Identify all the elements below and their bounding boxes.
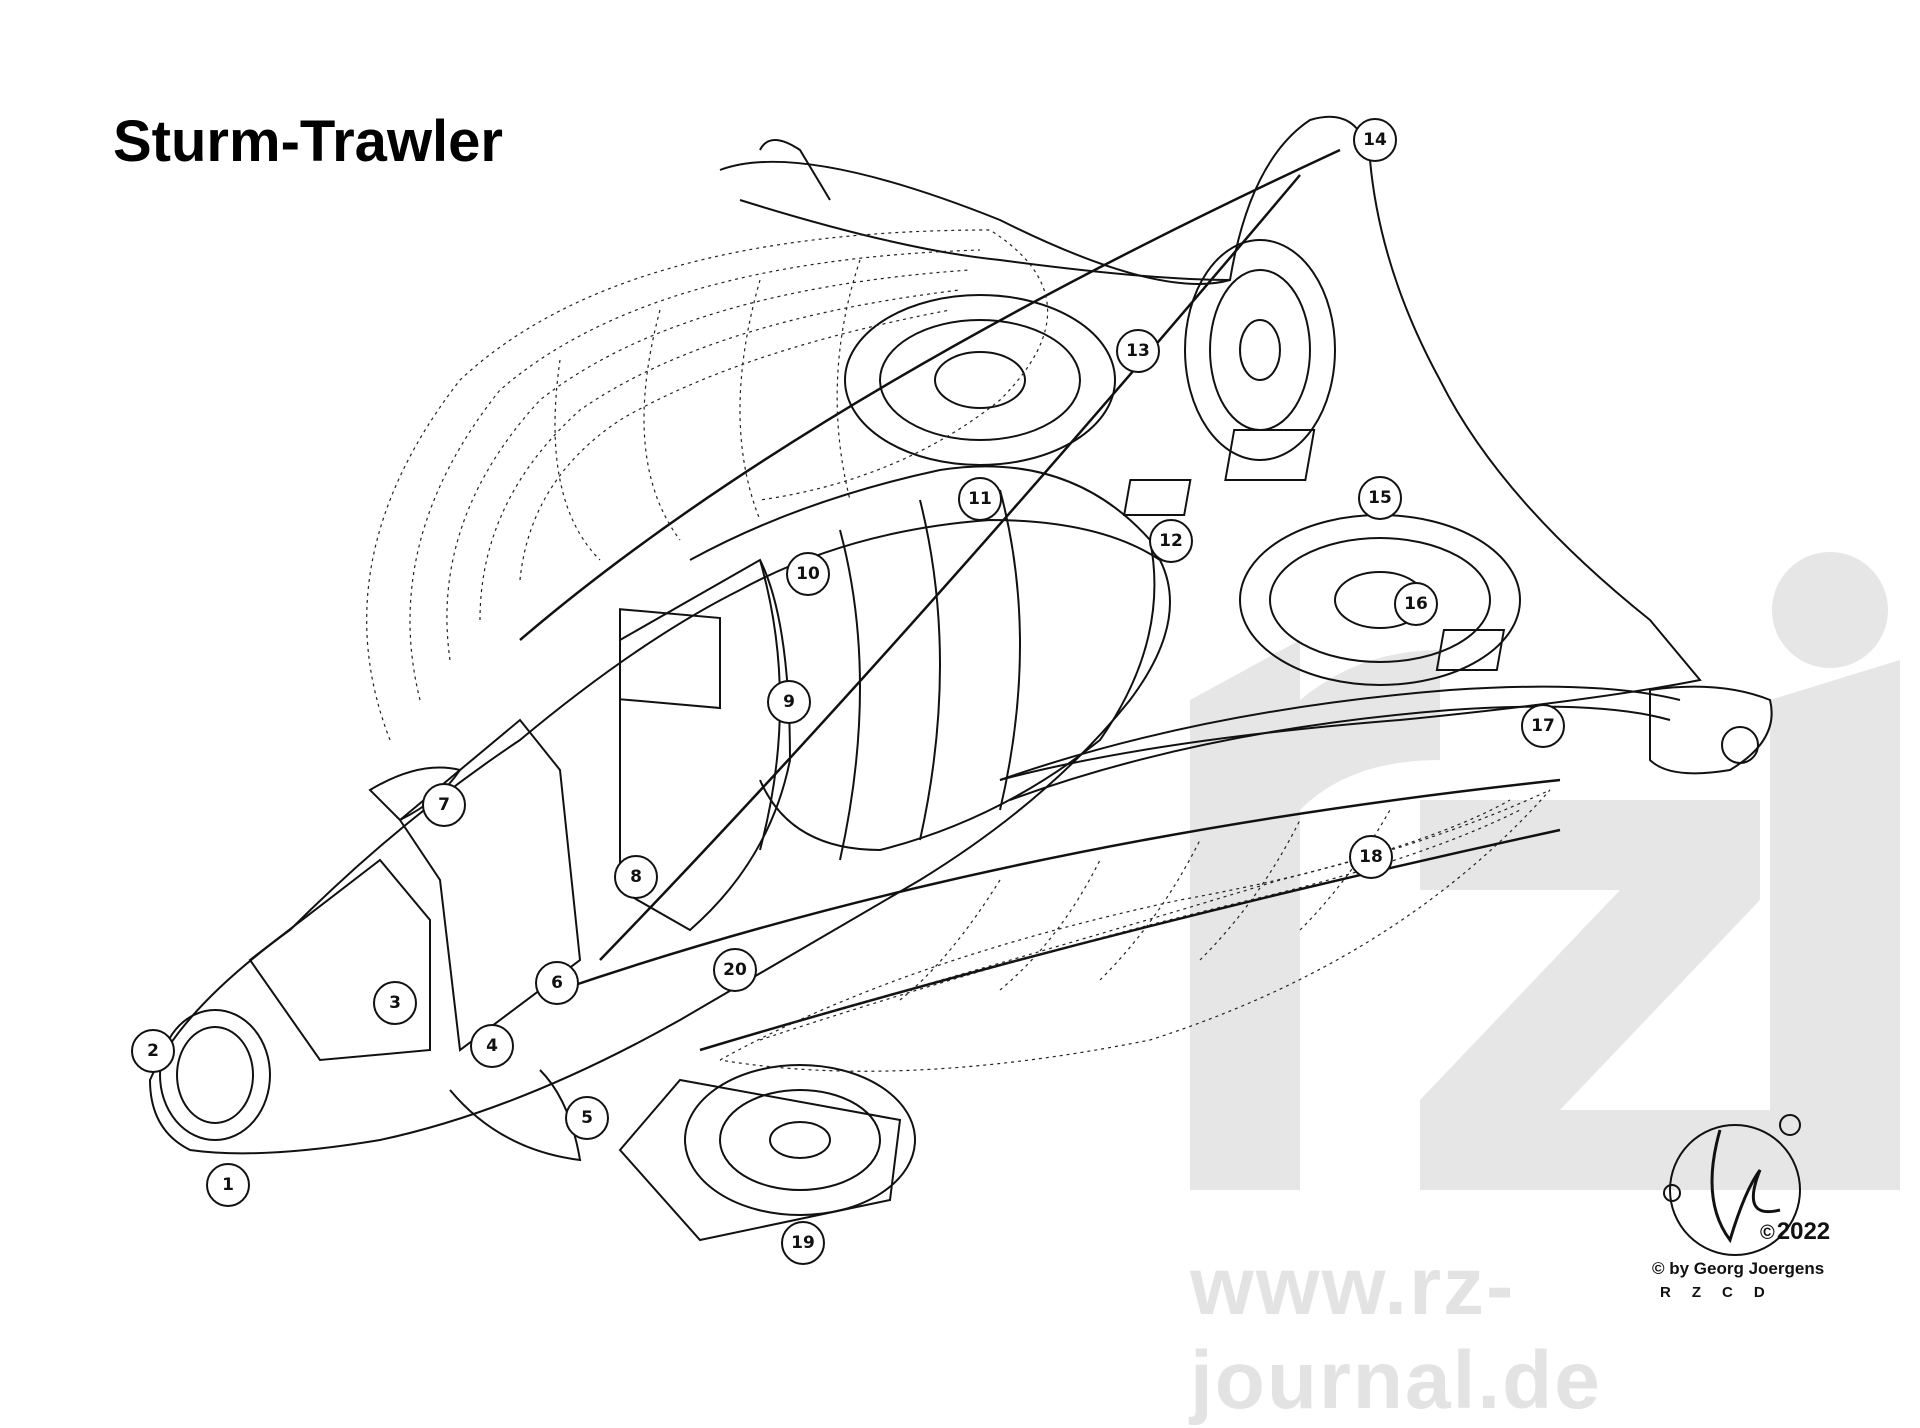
callout-2: 2 [131, 1029, 175, 1073]
callout-20: 20 [713, 948, 757, 992]
callout-10: 10 [786, 552, 830, 596]
upper-wing-hull [719, 115, 1702, 781]
fuselage [148, 518, 1171, 1155]
callout-3: 3 [373, 981, 417, 1025]
callout-8: 8 [614, 855, 658, 899]
callout-12: 12 [1149, 519, 1193, 563]
callout-1: 1 [206, 1163, 250, 1207]
diagram-stage: Sturm-Trawler 1 2 3 4 5 6 7 8 9 10 11 12… [113, 109, 1900, 1426]
callout-17: 17 [1521, 704, 1565, 748]
net-lower [719, 789, 1551, 1072]
callout-5: 5 [565, 1096, 609, 1140]
signature-year: ©2022 [1760, 1218, 1830, 1246]
upper-fan-right [1184, 239, 1336, 461]
year-text: 2022 [1776, 1218, 1831, 1245]
net-upper [366, 229, 1049, 741]
callout-4: 4 [470, 1024, 514, 1068]
nose-intake [159, 1009, 271, 1141]
collector-band [999, 685, 1681, 781]
callout-13: 13 [1116, 329, 1160, 373]
callout-9: 9 [767, 680, 811, 724]
lower-fan [1239, 514, 1521, 686]
author-credit: © by Georg Joergens [1652, 1259, 1825, 1278]
ship-cutaway-illustration [148, 115, 1801, 1256]
callout-6: 6 [535, 961, 579, 1005]
callout-7: 7 [422, 783, 466, 827]
callout-14: 14 [1353, 118, 1397, 162]
signature-seal [1663, 1114, 1801, 1256]
author-initials: RZCD [1660, 1284, 1786, 1301]
rz-watermark-logo [1190, 552, 1900, 1190]
callout-16: 16 [1394, 582, 1438, 626]
callout-19: 19 [781, 1221, 825, 1265]
callout-15: 15 [1358, 476, 1402, 520]
engine-section [689, 465, 1156, 852]
copyright-symbol: © [1760, 1222, 1775, 1244]
bottom-thruster [684, 1064, 916, 1216]
diagram-title: Sturm-Trawler [113, 109, 503, 174]
callout-18: 18 [1349, 835, 1393, 879]
callout-11: 11 [958, 477, 1002, 521]
upper-fan-left [844, 294, 1116, 466]
